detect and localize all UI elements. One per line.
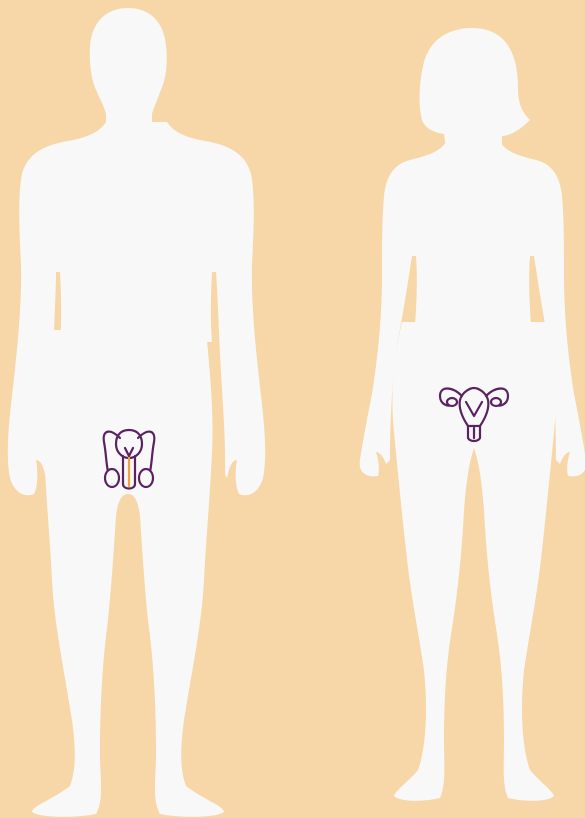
left-testis [105, 469, 119, 487]
right-testis [139, 469, 153, 487]
left-ovary [447, 398, 457, 406]
right-ovary [491, 398, 501, 406]
